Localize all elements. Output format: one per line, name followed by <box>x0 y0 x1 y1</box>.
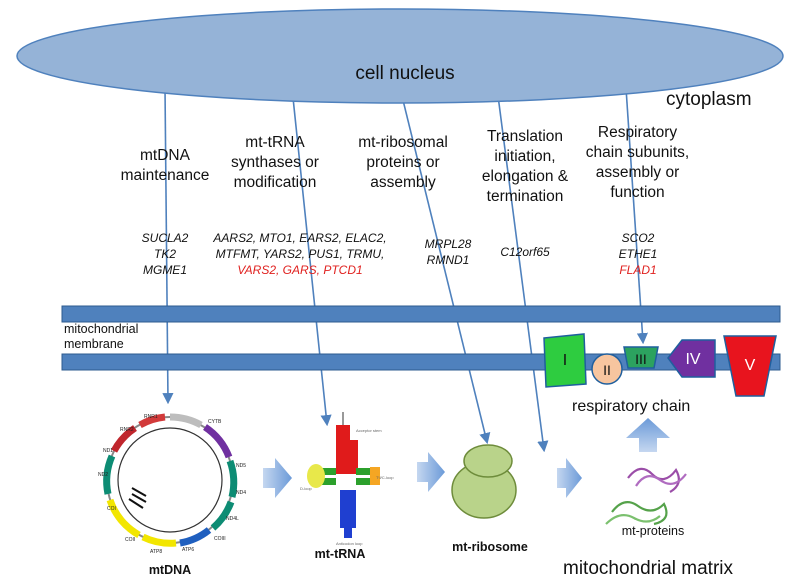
category-mt-trna-synthases: mt-tRNA synthases or modification <box>205 133 345 193</box>
cytoplasm-label: cytoplasm <box>666 89 752 110</box>
genes-mt-trna-synthases: AARS2, MTO1, EARS2, ELAC2, MTFMT, YARS2,… <box>200 230 400 278</box>
svg-text:RNR2: RNR2 <box>120 427 134 433</box>
complex-III <box>623 346 659 369</box>
complex-I <box>543 333 587 388</box>
category-mtdna-maintenance: mtDNA maintenance <box>105 146 225 186</box>
category-line: assembly <box>370 174 436 191</box>
svg-text:RNR1: RNR1 <box>144 414 158 420</box>
flow-arrow-1 <box>263 458 292 498</box>
category-line: proteins or <box>366 154 440 171</box>
category-line: function <box>610 184 665 201</box>
red-gene: FLAD1 <box>619 263 657 277</box>
genes-respiratory-chain: SCO2 ETHE1 FLAD1 <box>598 230 678 278</box>
category-line: termination <box>486 188 564 205</box>
genes-mtdna-maintenance: SUCLA2 TK2 MGME1 <box>105 230 225 278</box>
arrow-ribosome <box>399 87 491 445</box>
red-gene-line: VARS2, GARS, PTCD1 <box>237 263 363 277</box>
flow-arrow-2 <box>417 452 445 492</box>
category-line: assembly or <box>595 164 680 181</box>
complex-V <box>723 335 777 397</box>
complex-IV <box>667 339 716 378</box>
gene: MRPL28 <box>424 237 472 251</box>
mt-ribosome-label: mt-ribosome <box>452 540 528 554</box>
gene: ETHE1 <box>618 247 658 261</box>
gene: C12orf65 <box>500 245 550 259</box>
complex-II <box>591 353 623 385</box>
category-line: initiation, <box>494 148 556 165</box>
nucleus-label: cell nucleus <box>355 63 455 84</box>
arrow-respiratory <box>625 87 648 345</box>
svg-text:COII: COII <box>125 537 135 543</box>
category-line: mt-tRNA <box>245 134 305 151</box>
svg-text:D-loop: D-loop <box>300 486 313 491</box>
mitochondrial-matrix-label: mitochondrial matrix <box>563 558 733 579</box>
svg-text:ATP8: ATP8 <box>150 549 162 555</box>
category-respiratory-chain: Respiratory chain subunits, assembly or … <box>570 123 705 203</box>
svg-text:ND2: ND2 <box>98 472 108 478</box>
respiratory-chain-label: respiratory chain <box>572 398 691 415</box>
svg-text:COIII: COIII <box>214 536 226 542</box>
gene: TK2 <box>153 247 176 261</box>
svg-text:CYTB: CYTB <box>208 419 222 425</box>
flow-arrow-3 <box>557 458 582 498</box>
complex-III-label: III <box>635 351 647 367</box>
svg-text:Anticodon loop: Anticodon loop <box>336 541 363 546</box>
category-line: Translation <box>486 128 564 145</box>
trna-cloverleaf: Acceptor stem D-loop TΨC-loop Anticodon … <box>300 412 394 546</box>
mtdna-label: mtDNA <box>148 563 192 577</box>
svg-text:ND1: ND1 <box>103 448 113 454</box>
membrane-label-line: membrane <box>64 337 124 351</box>
respiratory-chain-complexes: I II III IV V <box>543 333 777 397</box>
category-line: maintenance <box>120 167 210 184</box>
outer-membrane <box>61 305 781 323</box>
category-translation: Translation initiation, elongation & ter… <box>460 127 590 207</box>
mt-proteins-structure <box>605 467 687 526</box>
gene: SCO2 <box>621 231 655 245</box>
mt-ribosome-shape <box>451 444 517 519</box>
complex-II-label: II <box>603 362 611 378</box>
mt-proteins-label: mt-proteins <box>621 524 685 538</box>
category-line: Respiratory <box>597 124 678 141</box>
category-line: elongation & <box>481 168 569 185</box>
svg-text:ATP6: ATP6 <box>182 547 194 553</box>
gene-line: MTFMT, YARS2, PUS1, TRMU, <box>215 247 385 261</box>
category-mt-ribosomal-proteins: mt-ribosomal proteins or assembly <box>333 133 473 193</box>
membrane-label: mitochondrial membrane <box>64 322 138 352</box>
complex-V-label: V <box>745 357 756 374</box>
genes-mt-ribosomal-proteins: MRPL28 RMND1 <box>398 236 498 268</box>
svg-text:COI: COI <box>107 506 116 512</box>
complex-I-label: I <box>563 352 567 369</box>
membrane-label-line: mitochondrial <box>64 322 139 336</box>
svg-text:TΨC-loop: TΨC-loop <box>376 475 394 480</box>
svg-text:ND4L: ND4L <box>226 516 239 522</box>
gene: MGME1 <box>142 263 187 277</box>
complex-IV-label: IV <box>685 351 700 368</box>
gene: SUCLA2 <box>141 231 189 245</box>
gene-line: AARS2, MTO1, EARS2, ELAC2, <box>213 231 387 245</box>
category-line: synthases or <box>231 154 319 171</box>
svg-text:ND4: ND4 <box>236 490 246 496</box>
arrow-translation <box>496 87 549 453</box>
category-line: chain subunits, <box>585 144 690 161</box>
category-line: mtDNA <box>140 147 190 164</box>
mt-trna-label: mt-tRNA <box>314 547 366 561</box>
arrow-mtdna <box>162 87 174 405</box>
genes-translation: C12orf65 <box>480 244 570 260</box>
cell-nucleus <box>16 8 784 104</box>
gene: RMND1 <box>426 253 470 267</box>
flow-arrows <box>263 418 670 498</box>
flow-arrow-up <box>626 418 670 452</box>
svg-text:Acceptor stem: Acceptor stem <box>356 428 382 433</box>
svg-text:ND5: ND5 <box>236 463 246 469</box>
category-line: modification <box>233 174 317 191</box>
category-line: mt-ribosomal <box>358 134 448 151</box>
